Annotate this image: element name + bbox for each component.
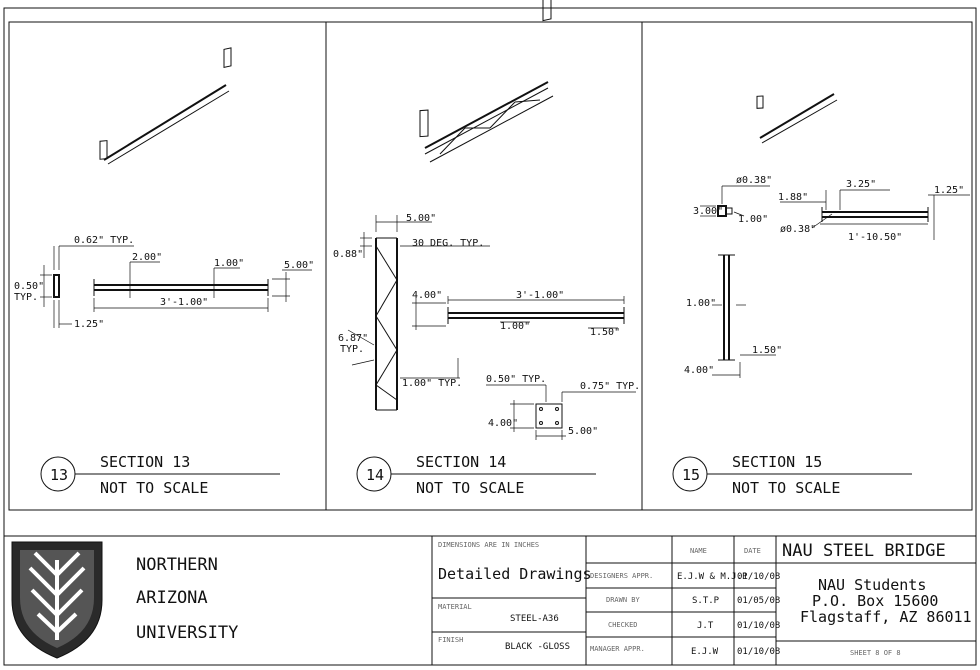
row-name: E.J.W & M.J.P: [677, 572, 748, 582]
section-14-bar-elevation: [412, 296, 625, 330]
dim-label: 0.88": [333, 249, 363, 260]
row-name: E.J.W: [691, 647, 719, 657]
dim-label: TYP.: [340, 344, 364, 355]
row-name: S.T.P: [692, 596, 720, 606]
row-date: 01/10/08: [737, 621, 780, 631]
dim-label: 3.25": [846, 179, 876, 190]
university-name-line: NORTHERN: [136, 555, 218, 575]
address-line: Flagstaff, AZ 86011: [800, 608, 972, 626]
dim-label: 1.00": [214, 258, 244, 269]
section-14: 5.00" 0.88" 30 DEG. TYP. 6.87" TYP. 4.00…: [333, 0, 640, 497]
dim-label: 0.62" TYP.: [74, 235, 134, 246]
dim-label: 5.00": [284, 260, 314, 271]
dim-label: 1.50": [590, 327, 620, 338]
section-title: SECTION 15: [732, 453, 822, 471]
sections-frame: [8, 21, 973, 511]
dim-label: 6.87": [338, 333, 368, 344]
dim-label: 1.50": [752, 345, 782, 356]
dim-label: 4.00": [412, 290, 442, 301]
sheet-border: [3, 7, 977, 666]
row-date: 01/05/08: [737, 596, 780, 606]
dim-label: 1.00": [738, 214, 768, 225]
dim-label: 0.50": [14, 281, 44, 292]
dim-label: ø0.38": [780, 224, 816, 235]
row-label: DESIGNERS APPR.: [590, 572, 653, 580]
dim-label: 3'-1.00": [516, 290, 564, 301]
dim-label: TYP.: [14, 292, 38, 303]
sheet-number: SHEET 8 OF 8: [850, 649, 901, 657]
dim-label: 5.00": [568, 426, 598, 437]
dim-label: 4.00": [684, 365, 714, 376]
title-block: NORTHERN ARIZONA UNIVERSITY DIMENSIONS A…: [11, 536, 976, 665]
dim-label: ø0.38": [736, 175, 772, 186]
material-label: MATERIAL: [438, 603, 472, 611]
dim-label: 5.00": [406, 213, 436, 224]
project-title: NAU STEEL BRIDGE: [782, 541, 946, 561]
row-label: DRAWN BY: [606, 596, 641, 604]
section-number: 15: [682, 466, 700, 484]
section-15-end-detail: [700, 185, 770, 217]
section-13: 0.62" TYP. 0.50" TYP. 1.25" 2.00" 1.00" …: [14, 47, 314, 497]
dim-label: 0.75" TYP.: [580, 381, 640, 392]
section-15-bar-elevation: [780, 189, 970, 240]
dim-label: 1.25": [934, 185, 964, 196]
section-number: 14: [366, 466, 384, 484]
name-header: NAME: [690, 547, 707, 555]
section-15-post-elevation: [712, 254, 776, 378]
dim-label: 1.00": [686, 298, 716, 309]
dim-label: 0.50" TYP.: [486, 374, 546, 385]
dim-label: 2.00": [132, 252, 162, 263]
section-15: ø0.38" 3.00" 1.00" 1.88" 3.25" 1.25" ø0.…: [672, 93, 970, 497]
section-13-isometric-view: [99, 47, 232, 165]
address-line: P.O. Box 15600: [812, 592, 938, 610]
dim-label: 4.00": [488, 418, 518, 429]
dim-label: 3.00": [693, 206, 723, 217]
dim-label: 1'-10.50": [848, 232, 902, 243]
row-name: J.T: [697, 621, 714, 631]
section-scale-note: NOT TO SCALE: [100, 479, 208, 497]
section-14-truss-elevation: [347, 215, 490, 411]
row-label: CHECKED: [608, 621, 638, 629]
drawing-title: Detailed Drawings: [438, 565, 592, 583]
section-14-isometric-view: [419, 0, 554, 163]
section-number: 13: [50, 466, 68, 484]
dimensions-note: DIMENSIONS ARE IN INCHES: [438, 541, 539, 549]
finish-label: FINISH: [438, 636, 463, 644]
dim-label: 1.00": [500, 321, 530, 332]
section-14-plate-detail: [486, 384, 636, 440]
material-value: STEEL-A36: [510, 614, 559, 624]
section-title: SECTION 14: [416, 453, 506, 471]
nau-logo: [11, 541, 103, 659]
university-name-line: ARIZONA: [136, 588, 208, 608]
section-scale-note: NOT TO SCALE: [416, 479, 524, 497]
section-15-isometric-view: [756, 93, 838, 144]
address-line: NAU Students: [818, 576, 926, 594]
row-date: 01/10/08: [737, 647, 780, 657]
dim-label: 1.00" TYP.: [402, 378, 462, 389]
dim-label: 1.25": [74, 319, 104, 330]
dim-label: 1.88": [778, 192, 808, 203]
finish-value: BLACK -GLOSS: [505, 642, 570, 652]
row-date: 01/10/08: [737, 572, 780, 582]
date-header: DATE: [744, 547, 761, 555]
dim-label: 30 DEG. TYP.: [412, 238, 484, 249]
university-name-line: UNIVERSITY: [136, 623, 238, 643]
section-13-elevation-view: [40, 245, 312, 328]
section-scale-note: NOT TO SCALE: [732, 479, 840, 497]
row-label: MANAGER APPR.: [590, 645, 645, 653]
dim-label: 3'-1.00": [160, 297, 208, 308]
section-title: SECTION 13: [100, 453, 190, 471]
